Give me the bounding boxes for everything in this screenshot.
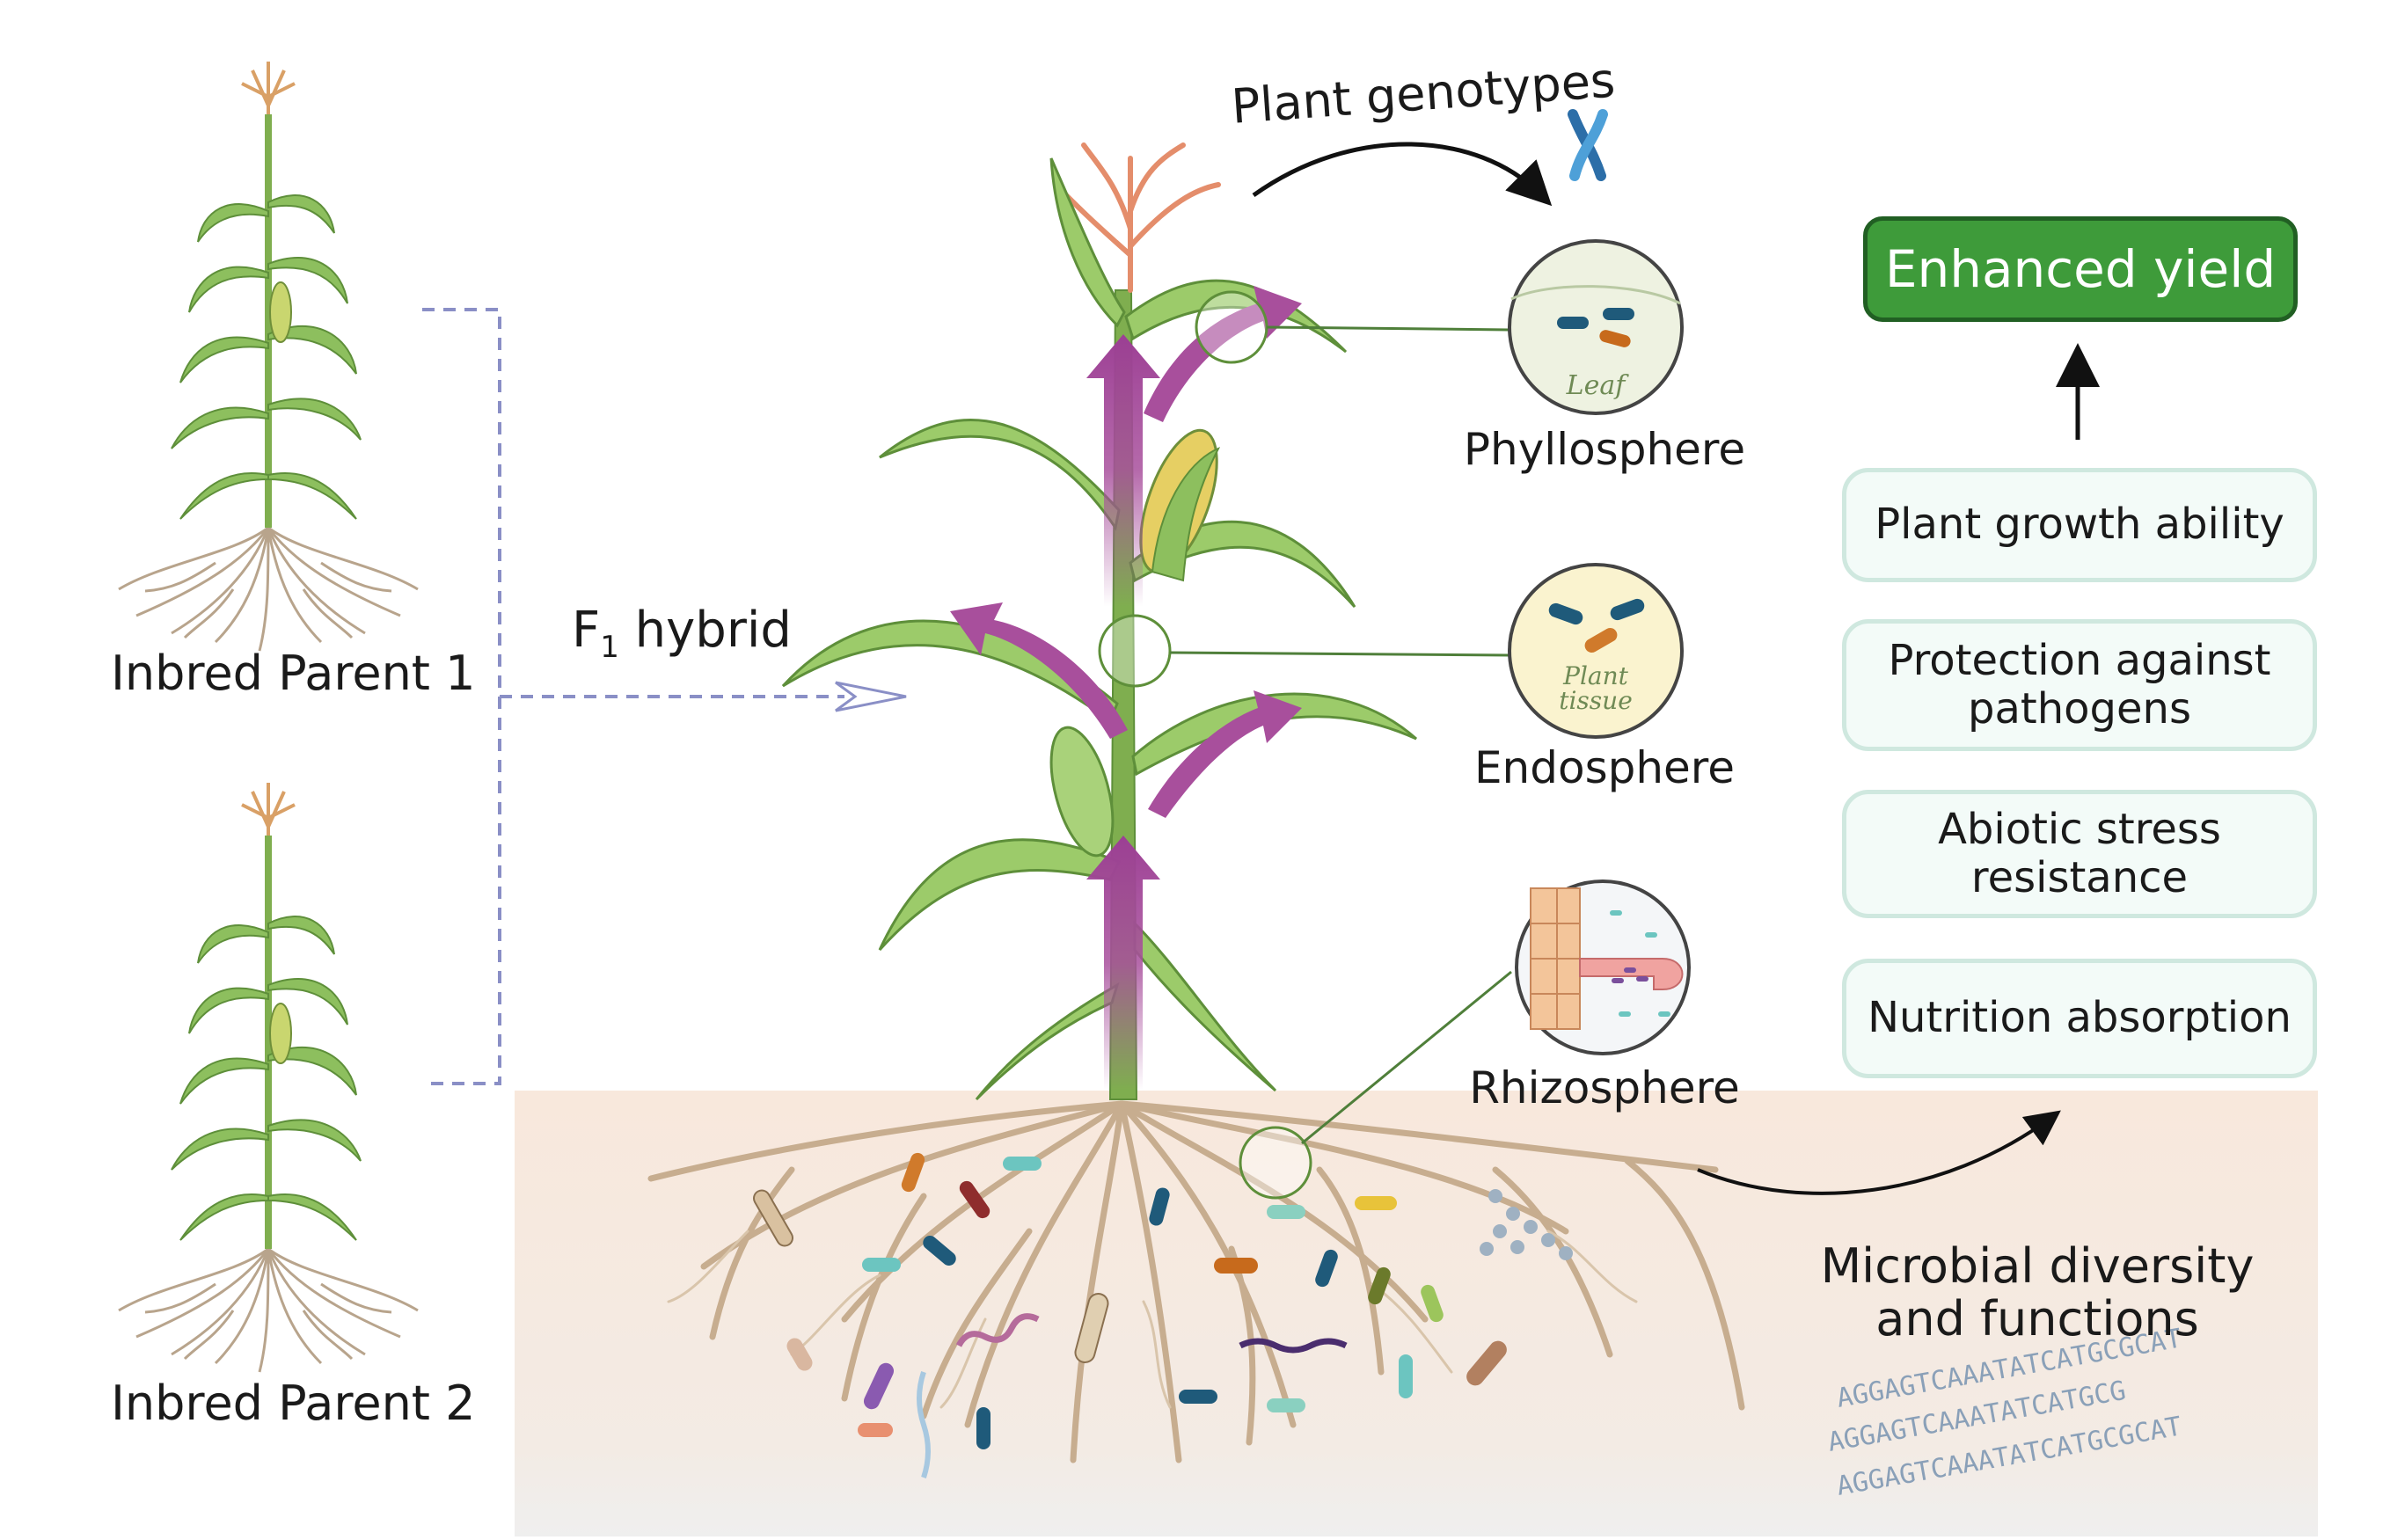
microbial-to-benefit-arrow — [1697, 1110, 2061, 1195]
endosphere-inset-line2: tissue — [1559, 686, 1633, 715]
benefit-abiotic-stress: Abiotic stress resistance — [1842, 790, 2317, 918]
benefit-label: Protection against pathogens — [1888, 635, 2271, 734]
phyllosphere-inset: Leaf — [1508, 239, 1684, 415]
benefit-pathogen-protection: Protection against pathogens — [1842, 619, 2317, 751]
soil-bacteria-icon — [753, 1152, 1573, 1478]
parent1-label: Inbred Parent 1 — [111, 646, 476, 701]
root-sample-ring — [1239, 1126, 1312, 1200]
enhanced-yield-label: Enhanced yield — [1884, 239, 2277, 299]
hybrid-word: hybrid — [634, 602, 792, 659]
parent2-corn-icon — [117, 781, 420, 1374]
rhizosphere-label: Rhizosphere — [1469, 1062, 1740, 1113]
endosphere-inset: Plant tissue — [1508, 563, 1684, 739]
benefit-label: Plant growth ability — [1875, 500, 2284, 550]
rhizosphere-inset — [1515, 879, 1691, 1055]
migration-arrows — [950, 286, 1302, 1091]
microbial-diversity-label: Microbial diversity and functions — [1820, 1238, 2255, 1347]
hybrid-subscript: 1 — [600, 630, 619, 666]
parent2-label: Inbred Parent 2 — [111, 1376, 476, 1431]
benefit-plant-growth: Plant growth ability — [1842, 468, 2317, 582]
benefit-nutrition-absorption: Nutrition absorption — [1842, 959, 2317, 1078]
benefit-label: Abiotic stress resistance — [1938, 804, 2221, 902]
phyllosphere-label: Phyllosphere — [1463, 424, 1746, 475]
parent1-corn-icon — [117, 60, 420, 653]
hybrid-arrowhead — [835, 681, 907, 712]
hybrid-letter: F — [572, 602, 601, 659]
endosphere-label: Endosphere — [1473, 742, 1736, 793]
chromosome-icon — [1568, 109, 1608, 181]
cross-bracket — [422, 308, 844, 1085]
hybrid-maize-plant — [781, 142, 1417, 1200]
leaf-sample-ring — [1195, 290, 1268, 364]
enhanced-yield-box: Enhanced yield — [1863, 216, 2298, 322]
genotype-arrow — [1252, 142, 1553, 207]
f1-hybrid-label: F1 hybrid — [572, 603, 792, 665]
endosphere-inset-line1: Plant — [1562, 661, 1629, 690]
stem-sample-ring — [1098, 614, 1172, 688]
soil-background — [515, 1091, 2318, 1539]
leaf-inset-text: Leaf — [1566, 370, 1630, 401]
benefit-label: Nutrition absorption — [1868, 993, 2292, 1043]
